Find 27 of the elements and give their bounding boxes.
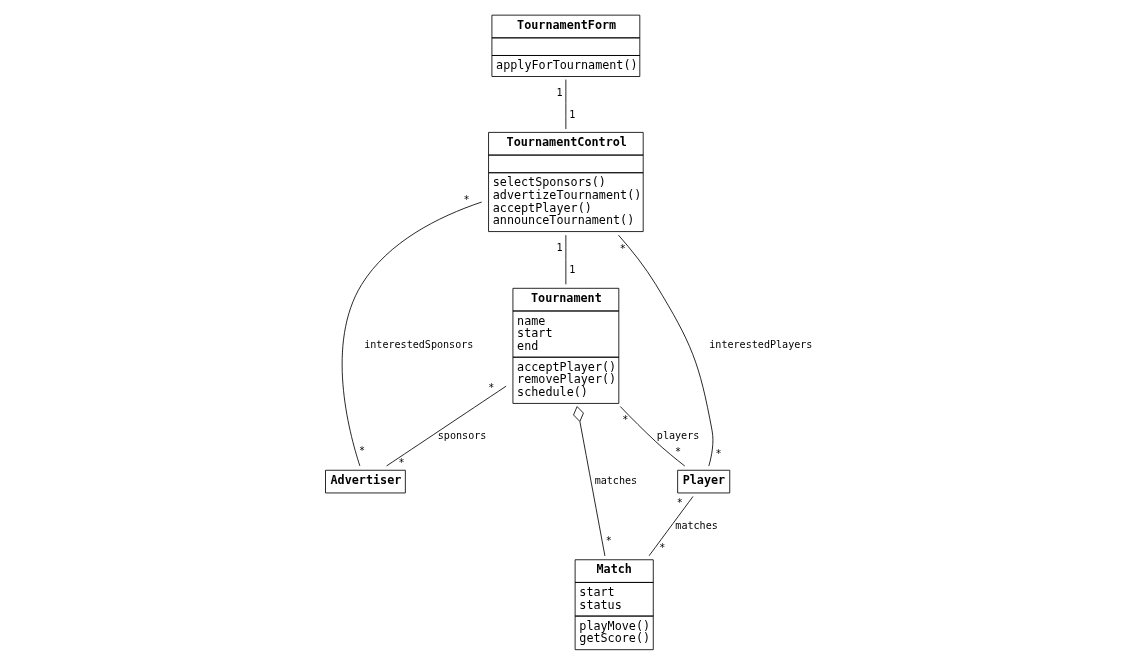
label: *	[619, 243, 626, 255]
edge-label: interestedPlayers	[709, 339, 813, 351]
connector	[341, 201, 483, 467]
label: *	[659, 542, 666, 554]
label: *	[605, 534, 612, 546]
label: *	[674, 446, 681, 458]
label: *	[715, 448, 722, 460]
label: *	[463, 194, 470, 206]
edge-label: matches	[594, 474, 638, 486]
label: *	[358, 444, 365, 456]
connector	[618, 234, 714, 467]
label: 1	[556, 86, 563, 98]
label: *	[676, 497, 683, 509]
label: *	[398, 457, 405, 469]
label: 1	[569, 108, 576, 120]
label: 1	[556, 242, 563, 254]
connector	[619, 406, 686, 467]
label: 1	[569, 264, 576, 276]
connector	[573, 406, 606, 557]
label: *	[622, 414, 629, 426]
edge-label: players	[656, 429, 700, 441]
label: *	[488, 382, 495, 394]
edge-label: sponsors	[437, 429, 487, 441]
connector	[648, 496, 694, 557]
edge-label: matches	[675, 519, 718, 531]
edge-label: interestedSponsors	[364, 339, 474, 351]
connector	[386, 385, 507, 467]
